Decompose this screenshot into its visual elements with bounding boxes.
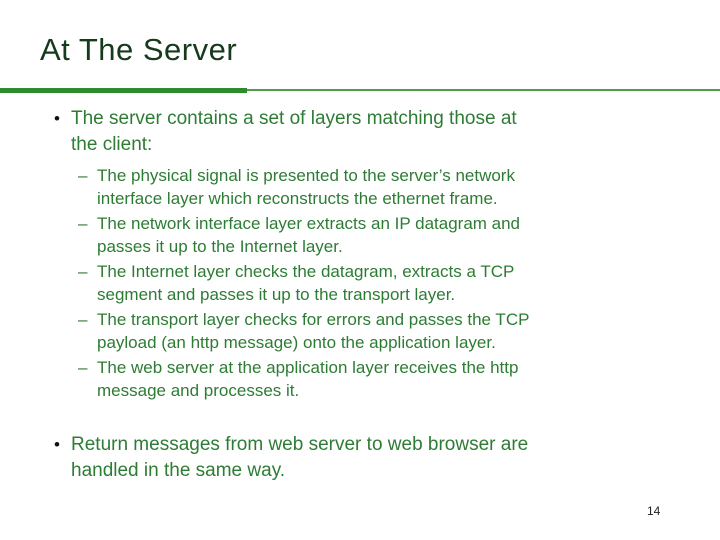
sub-bullet-item-4: – The transport layer checks for errors … [78, 308, 529, 354]
page-number: 14 [647, 504, 661, 518]
sub-bullet-item-1: – The physical signal is presented to th… [78, 164, 529, 210]
bullet-item-2: • Return messages from web server to web… [54, 432, 528, 484]
sub-bullet-text: The physical signal is presented to the … [97, 166, 515, 208]
bullet-item-1: • The server contains a set of layers ma… [54, 106, 517, 158]
dash-marker: – [78, 358, 88, 377]
sub-bullet-text: The transport layer checks for errors an… [97, 310, 530, 352]
bullet-marker: • [54, 435, 60, 454]
sub-bullet-list: – The physical signal is presented to th… [78, 164, 529, 404]
slide-title: At The Server [40, 32, 238, 67]
dash-marker: – [78, 214, 88, 233]
dash-marker: – [78, 310, 88, 329]
dash-marker: – [78, 166, 88, 185]
bullet-text: Return messages from web server to web b… [71, 434, 529, 481]
sub-bullet-text: The network interface layer extracts an … [97, 214, 521, 256]
sub-bullet-text: The web server at the application layer … [97, 358, 519, 400]
title-underline-thick [0, 88, 247, 93]
sub-bullet-item-3: – The Internet layer checks the datagram… [78, 260, 529, 306]
sub-bullet-item-2: – The network interface layer extracts a… [78, 212, 529, 258]
bullet-marker: • [54, 109, 60, 128]
bullet-text: The server contains a set of layers matc… [71, 108, 517, 155]
title-underline-thin [247, 89, 720, 91]
sub-bullet-item-5: – The web server at the application laye… [78, 356, 529, 402]
dash-marker: – [78, 262, 88, 281]
sub-bullet-text: The Internet layer checks the datagram, … [97, 262, 515, 304]
